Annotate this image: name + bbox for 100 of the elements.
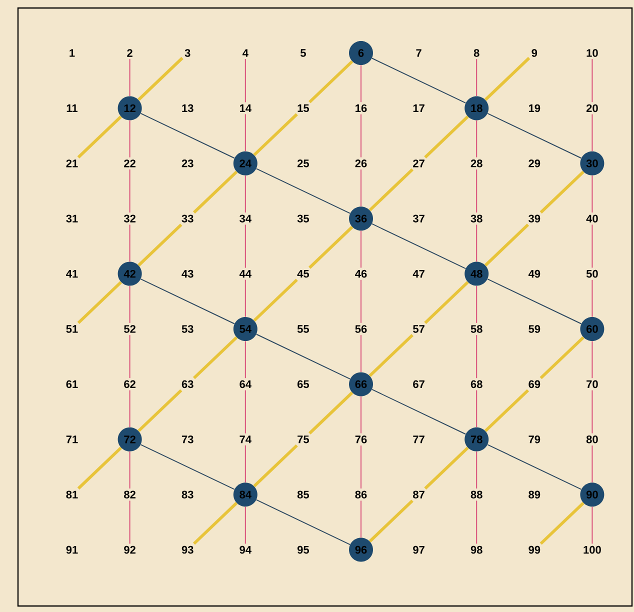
connector-line <box>253 113 298 156</box>
number: 89 <box>528 490 540 498</box>
connector-line <box>360 279 362 324</box>
number: 2 <box>127 49 132 57</box>
number: 80 <box>586 436 598 444</box>
connector-line <box>592 279 593 318</box>
number: 29 <box>528 160 540 168</box>
connector-line <box>138 56 184 101</box>
connector-line <box>244 224 246 268</box>
connector-line <box>129 451 130 489</box>
connector-line <box>77 446 122 490</box>
number: 39 <box>528 214 540 222</box>
number: 31 <box>66 214 78 222</box>
connector-line <box>244 175 246 213</box>
connector-line <box>424 446 469 490</box>
number: 46 <box>355 270 367 278</box>
connector-line <box>360 445 362 489</box>
number: 74 <box>240 436 252 444</box>
number: 67 <box>413 380 424 388</box>
number: 25 <box>297 160 309 168</box>
number: 15 <box>298 104 309 112</box>
number: 58 <box>470 325 482 333</box>
connector-line <box>540 502 584 545</box>
connector-line <box>244 114 246 152</box>
connector-line <box>360 169 362 207</box>
number: 44 <box>239 270 252 278</box>
number: 57 <box>413 325 424 333</box>
number: 35 <box>297 214 309 222</box>
connector-line <box>244 444 246 483</box>
number: 87 <box>413 490 424 498</box>
connector-line <box>77 281 122 324</box>
number: 88 <box>470 490 482 498</box>
connector-line <box>372 223 466 270</box>
connector-line <box>476 500 478 544</box>
connector-line <box>476 390 478 428</box>
number: 22 <box>124 160 136 168</box>
connector-line <box>308 392 354 434</box>
number: 45 <box>297 270 309 278</box>
connector-line <box>476 120 478 158</box>
connector-line <box>138 389 182 432</box>
connector-line <box>540 336 584 380</box>
number: 53 <box>182 325 194 333</box>
connector-line <box>360 334 362 372</box>
connector-line <box>487 444 582 490</box>
number: 20 <box>586 104 598 112</box>
connector-line <box>308 60 354 104</box>
connector-line <box>592 224 593 268</box>
connector-line <box>476 286 478 324</box>
connector-line <box>372 58 466 104</box>
connector-line <box>192 170 238 214</box>
number: 82 <box>124 490 136 498</box>
connector-line <box>244 279 246 318</box>
connector-line <box>487 278 582 324</box>
number: 91 <box>66 546 78 554</box>
connector-line <box>592 340 593 379</box>
connector-line <box>244 390 246 434</box>
number: 8 <box>474 49 480 57</box>
number: 3 <box>184 49 190 57</box>
connector-line <box>253 444 298 488</box>
connector-line <box>140 444 235 490</box>
number: 63 <box>182 380 194 388</box>
number: 98 <box>470 546 482 554</box>
number: 11 <box>66 104 78 112</box>
number: 97 <box>413 546 424 554</box>
number: 77 <box>413 436 424 444</box>
number: 55 <box>297 325 309 333</box>
connector-line <box>592 390 593 434</box>
connector-line <box>484 56 530 101</box>
number: 94 <box>240 546 252 554</box>
number: 28 <box>470 160 482 168</box>
number: 61 <box>66 380 78 388</box>
number: 81 <box>66 490 78 498</box>
connector-line <box>77 116 122 158</box>
number: 9 <box>532 49 538 57</box>
connector-line <box>129 286 130 324</box>
connector-line <box>129 58 130 96</box>
number: 32 <box>124 214 136 222</box>
number: 59 <box>528 325 540 333</box>
connector-line <box>129 168 130 213</box>
connector-line <box>256 168 350 214</box>
number: 52 <box>124 325 136 333</box>
connector-line <box>244 58 246 103</box>
connector-line <box>192 502 238 545</box>
number: 79 <box>528 436 540 444</box>
connector-line <box>484 224 530 266</box>
connector-line <box>360 114 362 158</box>
number: 65 <box>298 380 309 388</box>
connector-line <box>244 340 246 379</box>
number: 47 <box>412 270 424 278</box>
connector-line <box>360 500 362 538</box>
number: 69 <box>528 380 540 388</box>
connector-line <box>476 451 478 489</box>
number: 86 <box>355 490 367 498</box>
number: 83 <box>182 490 194 498</box>
number: 49 <box>528 270 540 278</box>
connector-line <box>368 168 414 212</box>
number: 62 <box>124 380 136 388</box>
number: 95 <box>297 546 309 554</box>
connector-line <box>372 388 466 435</box>
connector-line <box>540 170 584 214</box>
